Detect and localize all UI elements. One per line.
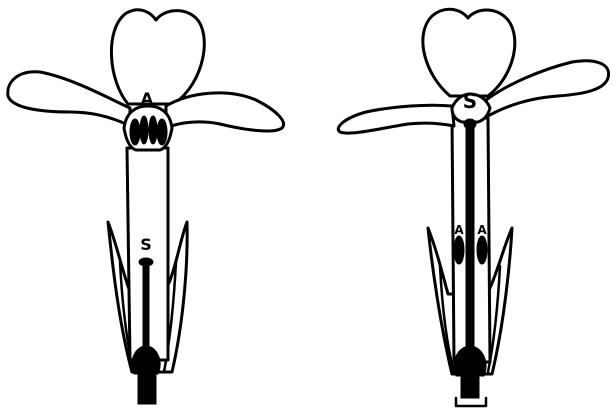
right-anther-label-1: A (454, 223, 464, 237)
right-style (466, 124, 474, 356)
left-stigma (139, 258, 153, 266)
right-anther-2 (477, 236, 487, 264)
left-style (143, 262, 149, 354)
right-side-petal-left (338, 105, 454, 133)
left-upper-petal (111, 10, 204, 104)
right-receptacle (461, 374, 479, 398)
right-flower: S A A (338, 9, 608, 406)
right-base (456, 398, 486, 406)
right-stigma-label: S (463, 89, 477, 113)
left-side-petal-left (8, 72, 130, 126)
left-receptacle (138, 372, 156, 404)
right-anther-label-2: A (477, 223, 487, 237)
left-stigma-label: S (140, 235, 152, 254)
right-upper-petal (423, 9, 515, 96)
left-anther-2 (140, 116, 148, 144)
left-anther-4 (157, 119, 167, 145)
left-flower: A S (8, 10, 284, 404)
left-side-petal-right (166, 93, 284, 131)
right-anther-1 (454, 236, 464, 264)
left-anther-label: A (141, 89, 154, 108)
left-anther-3 (149, 116, 157, 144)
left-anther-1 (130, 119, 140, 145)
